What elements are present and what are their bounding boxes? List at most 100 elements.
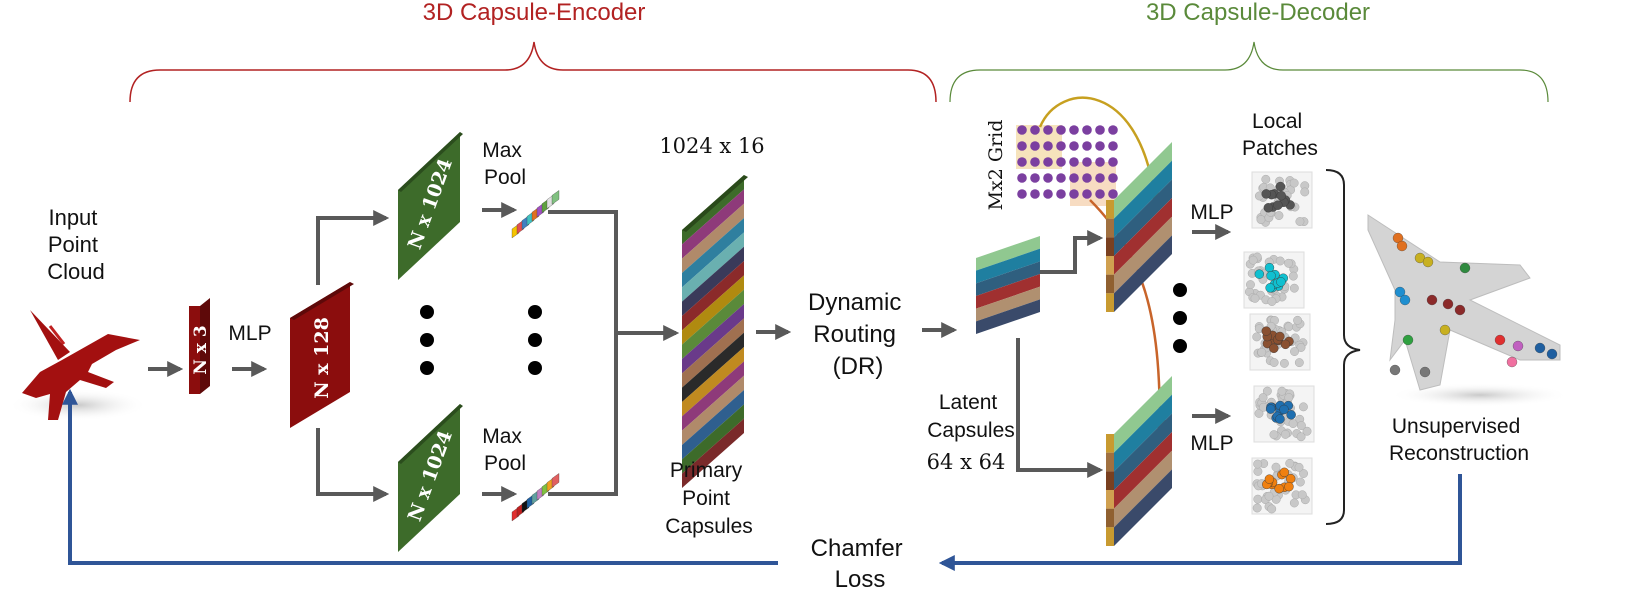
pooled-cell	[551, 473, 560, 488]
recon-colored-point	[1426, 294, 1438, 306]
reconstruction-label: Unsupervised Reconstruction	[1389, 415, 1529, 465]
layer-nx1024-top: N x 1024	[398, 132, 463, 280]
primary-label-line-1: Primary	[670, 459, 743, 482]
recon-colored-point	[1419, 366, 1431, 378]
recon-colored-point	[1546, 348, 1558, 360]
layer-nx128: N x 128	[290, 282, 354, 428]
grid-dot	[1108, 173, 1118, 183]
capsule-layer	[976, 248, 1040, 284]
grid-dot	[1043, 141, 1053, 151]
max-pool-top-line-1: Max	[482, 139, 522, 162]
routing-line-2: Routing	[813, 321, 896, 348]
loss-line-right	[938, 474, 1462, 571]
grid-dot	[1108, 125, 1118, 135]
primary-capsule-stripe	[682, 304, 744, 374]
input-label: Input Point Cloud	[47, 205, 104, 284]
patches-brace	[1325, 169, 1361, 525]
primary-label-line-2: Point	[682, 487, 730, 510]
capsule-layer	[976, 261, 1040, 296]
primary-capsule-stripe	[682, 318, 744, 388]
capsule-side-cell	[1106, 527, 1114, 546]
grid-dot	[1108, 189, 1118, 199]
mlp-label-encoder: MLP	[228, 322, 271, 345]
grid-dot	[1082, 173, 1092, 183]
capsule-side-cell	[1106, 471, 1114, 490]
primary-caps-label: Primary Point Capsules	[665, 459, 753, 538]
encoder-title: 3D Capsule-Encoder	[423, 0, 646, 26]
mlp-label-decoder-bottom: MLP	[1190, 432, 1233, 455]
capsule-layer	[1114, 450, 1172, 528]
grid-dot	[1056, 141, 1066, 151]
recon-colored-point	[1494, 334, 1506, 346]
primary-capsule-stripe	[682, 404, 744, 474]
capsule-side-cell	[1106, 490, 1114, 509]
routing-line-3: (DR)	[833, 353, 884, 380]
branch-connector-top	[316, 210, 390, 285]
capsule-layer	[1114, 216, 1172, 294]
primary-point-capsules	[682, 175, 748, 488]
grid-dot	[1069, 189, 1079, 199]
branch-connector-bottom	[316, 428, 390, 502]
latent-label-line-1: Latent	[939, 391, 998, 414]
primary-capsule-stripe	[682, 189, 744, 259]
input-airplane-icon	[8, 310, 148, 421]
grid-label: Mx2 Grid	[985, 120, 1007, 211]
primary-capsule-stripe	[682, 203, 744, 273]
grid-dot	[1056, 173, 1066, 183]
routing-line-1: Dynamic	[808, 289, 901, 316]
recon-colored-point	[1439, 324, 1451, 336]
recon-colored-point	[1422, 256, 1434, 268]
capsule-layer	[1114, 376, 1172, 453]
pooled-vector-bottom	[511, 473, 560, 522]
grid-dot	[1017, 157, 1027, 167]
local-patch	[1253, 385, 1315, 443]
max-pool-bottom-line-2: Pool	[484, 452, 526, 475]
capsule-layer	[1114, 198, 1172, 275]
grid-dot	[1030, 141, 1040, 151]
max-pool-label-bottom: Max Pool	[482, 425, 528, 475]
grid-dot	[1095, 157, 1105, 167]
reconstructed-airplane-icon	[1367, 214, 1570, 407]
recon-colored-point	[1534, 342, 1546, 354]
recon-colored-point	[1454, 304, 1466, 316]
capsule-layer	[976, 299, 1040, 334]
max-pool-label-top: Max Pool	[482, 139, 528, 189]
grid-dot	[1069, 157, 1079, 167]
merge-connector-bottom	[548, 333, 618, 496]
capsule-layer	[1114, 235, 1172, 312]
capsule-layer	[1114, 432, 1172, 509]
dynamic-routing-label: Dynamic Routing (DR)	[808, 289, 908, 380]
primary-capsule-top-edge	[682, 175, 748, 232]
primary-capsule-stripe	[682, 246, 744, 316]
capsule-side-cell	[1106, 200, 1114, 219]
patches-line-1: Local	[1252, 110, 1302, 133]
latent-connector-bottom	[1016, 338, 1104, 478]
primary-capsule-stripe	[682, 375, 744, 445]
recon-line-1: Unsupervised	[1392, 415, 1520, 438]
grid-dot	[1017, 189, 1027, 199]
max-pool-top-line-2: Pool	[484, 166, 526, 189]
grid-arrow-top	[1038, 96, 1160, 203]
capsule-layer	[976, 236, 1040, 271]
primary-capsule-stripe	[682, 218, 744, 288]
grid-dot	[1030, 189, 1040, 199]
latent-dim-label: 64 x 64	[927, 450, 1006, 474]
grid-highlight-2	[1070, 162, 1116, 206]
local-patches-label: Local Patches	[1242, 110, 1318, 160]
ellipsis-dots-branches	[420, 305, 542, 375]
capsule-layer	[1114, 394, 1172, 472]
grid-dot	[1056, 157, 1066, 167]
primary-capsule-stripe	[682, 275, 744, 345]
capsule-side-cell	[1106, 274, 1114, 294]
primary-capsule-stripe	[682, 289, 744, 359]
input-label-line-1: Input	[48, 205, 97, 230]
grid-dot	[1082, 125, 1092, 135]
grid-dot	[1069, 173, 1079, 183]
primary-capsule-stripe	[682, 261, 744, 331]
grid-dot	[1017, 141, 1027, 151]
grid-dot	[1082, 189, 1092, 199]
capsule-side-cell	[1106, 256, 1114, 275]
recon-colored-point	[1442, 298, 1454, 310]
patches-line-2: Patches	[1242, 137, 1318, 160]
